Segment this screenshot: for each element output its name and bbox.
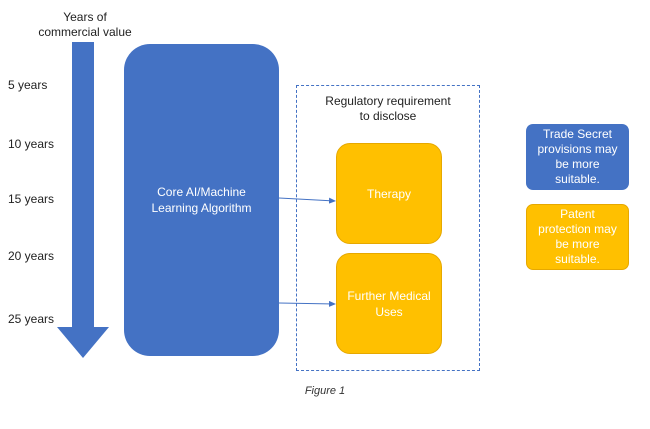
regulatory-title: Regulatory requirement to disclose: [296, 94, 480, 124]
therapy-box: Therapy: [336, 143, 442, 244]
axis-title-line2: commercial value: [38, 25, 132, 39]
figure-caption: Figure 1: [304, 385, 346, 397]
tick-10-years: 10 years: [8, 137, 55, 151]
legend-trade-secret: Trade Secret provisions may be more suit…: [526, 124, 629, 190]
therapy-label: Therapy: [366, 186, 412, 201]
legend-patent-label: Patent protection may be more suitable.: [538, 207, 617, 266]
tick-25-years: 25 years: [8, 312, 55, 326]
tick-5-years: 5 years: [8, 78, 48, 92]
tick-15-years: 15 years: [8, 192, 55, 206]
time-arrow-shape: [57, 42, 109, 358]
further-medical-uses-box: Further Medical Uses: [336, 253, 442, 354]
legend-trade-secret-label: Trade Secret provisions may be more suit…: [537, 127, 618, 186]
further-medical-uses-label: Further Medical Uses: [347, 288, 431, 319]
regulatory-title-line2: to disclose: [359, 109, 417, 123]
axis-title-line1: Years of: [63, 10, 107, 24]
axis-title: Years of commercial value: [20, 10, 150, 40]
regulatory-container: [296, 85, 480, 371]
time-arrow: [57, 42, 109, 358]
tick-20-years: 20 years: [8, 249, 55, 263]
regulatory-title-line1: Regulatory requirement: [325, 94, 451, 108]
core-algorithm-box: Core AI/Machine Learning Algorithm: [124, 44, 279, 356]
legend-patent: Patent protection may be more suitable.: [526, 204, 629, 270]
core-algorithm-label: Core AI/Machine Learning Algorithm: [151, 185, 252, 215]
